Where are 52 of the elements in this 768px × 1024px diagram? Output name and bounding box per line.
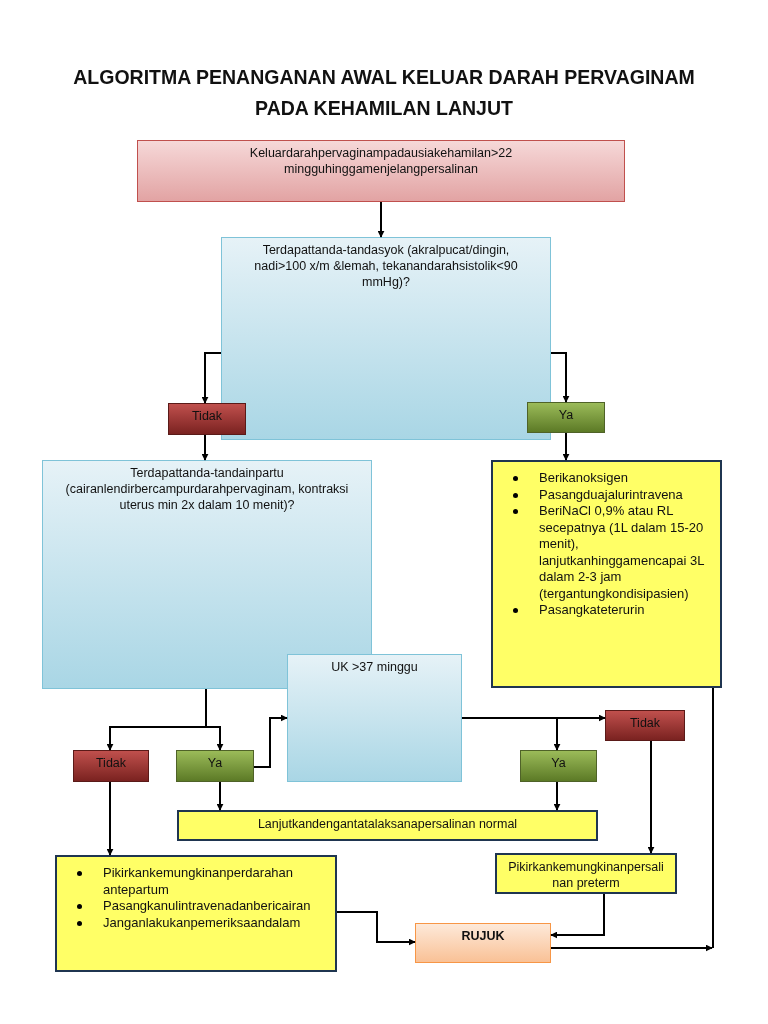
arrow — [377, 201, 385, 238]
arrow — [553, 781, 561, 811]
process-box — [221, 237, 551, 440]
box-text: Ya — [206, 755, 224, 771]
arrow — [253, 714, 288, 768]
process-box — [287, 654, 462, 782]
list-item: Pasangduajalurintravena — [539, 486, 683, 503]
list-item: Berikanoksigen — [539, 470, 628, 487]
box-text: RUJUK — [460, 928, 506, 944]
process-box — [177, 810, 598, 841]
arrow — [550, 893, 605, 939]
box-text: Ya — [557, 407, 575, 423]
box-text: Pikirkankemungkinanpersalinan preterm — [507, 859, 665, 891]
box-text: UK >37 minggu — [330, 659, 419, 675]
arrow — [216, 781, 224, 811]
box-text: Terdapattanda-tandainpartu (cairanlendirbercampurdarahpervaginam, kontraksi uterus min 2x dalam 10 menit)? — [64, 465, 350, 513]
answer-box — [176, 750, 254, 782]
process-box — [137, 140, 625, 202]
answer-box — [605, 710, 685, 741]
arrow — [461, 717, 561, 751]
arrow — [201, 352, 222, 404]
process-box — [415, 923, 551, 963]
box-text: Ya — [550, 755, 567, 771]
process-box — [55, 855, 337, 972]
arrow — [106, 781, 114, 856]
list-item: Pasangkanulintravenadanbericairan — [103, 898, 311, 915]
list-item: BeriNaCl 0,9% atau RL secepatnya (1L dalam 15-20 menit), lanjutkanhinggamencapai 3L dalam 2-3 jam (tergantungkondisipasien) — [539, 503, 706, 602]
arrow — [647, 740, 655, 854]
process-box — [42, 460, 372, 689]
list-item: Pikirkankemungkinanperdarahan antepartum — [103, 865, 295, 898]
arrow — [336, 911, 416, 946]
connector-line — [712, 687, 714, 949]
process-box — [495, 853, 677, 894]
arrow — [550, 352, 570, 403]
answer-box — [520, 750, 597, 782]
list-item: Pasangkateterurin — [539, 602, 645, 619]
arrow — [201, 434, 209, 461]
box-text: Tidak — [190, 408, 224, 424]
list-item: Janganlakukanpemeriksaandalam — [103, 914, 301, 931]
arrow — [562, 432, 570, 461]
arrow — [205, 688, 224, 751]
answer-box — [73, 750, 149, 782]
answer-box — [168, 403, 246, 435]
box-text: Keluardarahpervaginampadausiakehamilan>22 mingguhinggamenjelangpersalinan — [248, 145, 514, 177]
answer-box — [527, 402, 605, 433]
process-box — [491, 460, 722, 688]
box-text: Tidak — [94, 755, 128, 771]
diagram-title: ALGORITMA PENANGANAN AWAL KELUAR DARAH PERVAGINAM PADA KEHAMILAN LANJUT — [72, 65, 696, 121]
box-text: Terdapattanda-tandasyok (akralpucat/dingin, nadi>100 x/m &lemah, tekanandarahsistolik<90 mmHg)? — [253, 242, 519, 290]
box-text: Lanjutkandengantatalaksanapersalinan normal — [256, 816, 519, 832]
box-text: Tidak — [628, 715, 662, 731]
arrow — [550, 944, 713, 952]
